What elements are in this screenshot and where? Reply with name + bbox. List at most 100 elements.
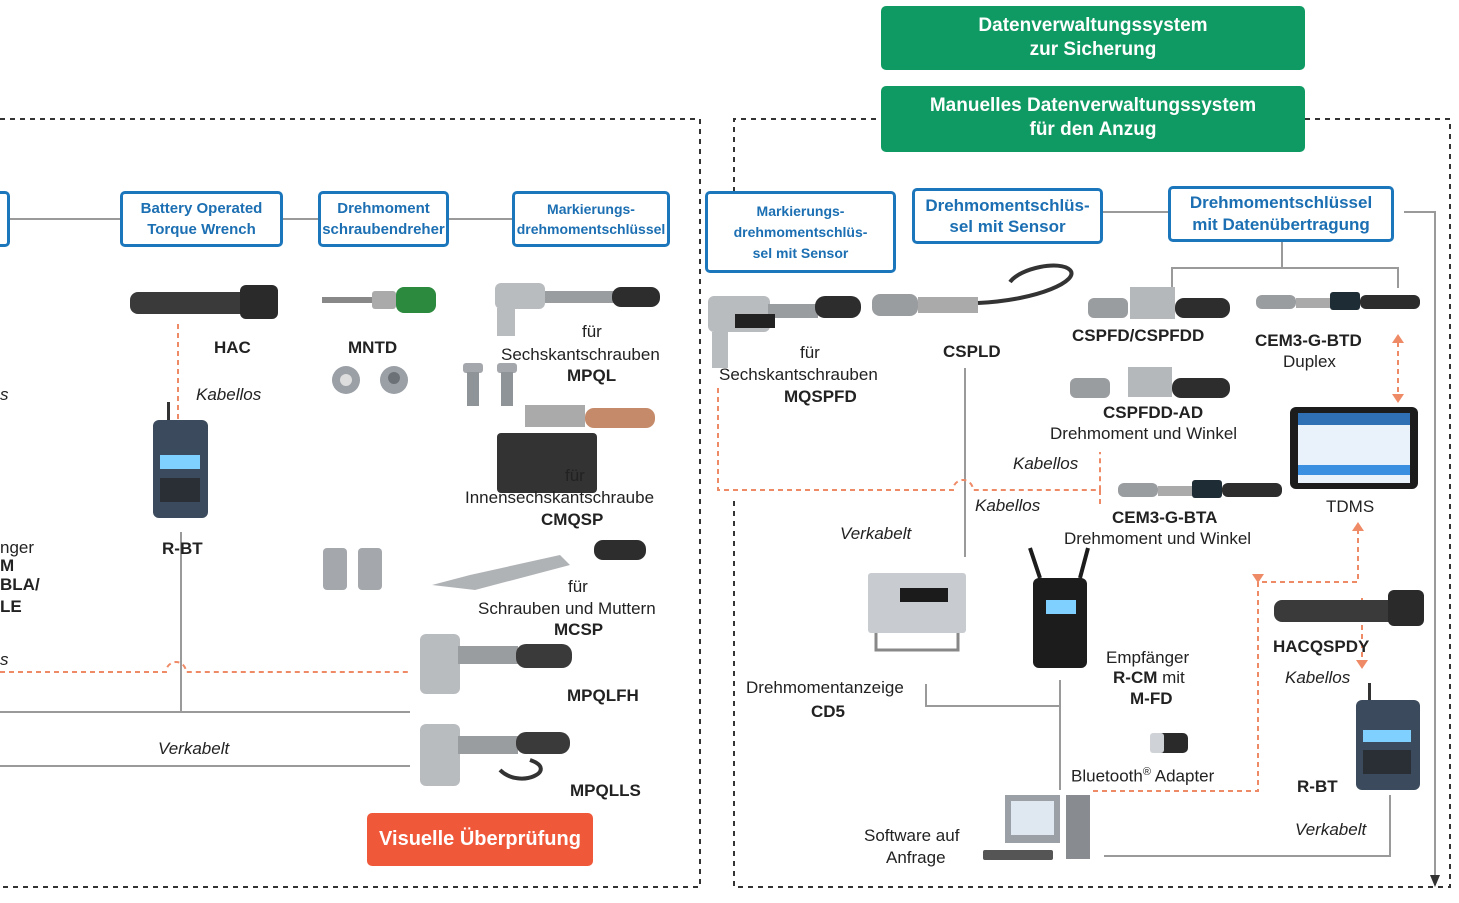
line-rbt-left <box>0 532 182 713</box>
label-left-cut-kabellos: s <box>0 650 9 669</box>
category-screwdriver-line1: Drehmoment <box>337 200 430 217</box>
label-mntd: MNTD <box>348 338 398 357</box>
label-mcsp-for: für <box>568 577 588 596</box>
mpqlfh-wrench-image <box>420 634 572 694</box>
line-pc-rbt <box>1104 795 1391 857</box>
bolt-images-2 <box>323 548 382 590</box>
label-verkabelt-cspld: Verkabelt <box>840 524 912 543</box>
label-cem3-bta-desc: Drehmoment und Winkel <box>1064 529 1252 548</box>
software-pc-image <box>983 795 1090 860</box>
manual-banner-line1: Manuelles Datenverwaltungssystem <box>929 95 1257 116</box>
category-battery-line1: Battery Operated <box>140 200 263 217</box>
label-cmqsp-desc: Innensechskantschraube <box>465 488 655 507</box>
label-tdms: TDMS <box>1326 497 1375 516</box>
cem3-bta-wrench-image <box>1118 480 1282 498</box>
label-bluetooth-adapter: Adapter <box>1150 766 1215 786</box>
label-kabellos-a: Kabellos <box>1013 454 1079 473</box>
manual-banner-line2: für den Anzug <box>1029 119 1157 140</box>
mntd-screwdriver-image <box>322 287 436 313</box>
cmqsp-wrench-image <box>497 405 655 493</box>
label-kabellos-c: Kabellos <box>1285 668 1351 687</box>
cem3-btd-wrench-image <box>1256 292 1420 310</box>
right-panel-frame <box>733 118 1451 888</box>
category-battery: Battery Operated Torque Wrench <box>120 191 283 247</box>
label-verkabelt-left: Verkabelt <box>158 739 230 758</box>
label-mpqlfh: MPQLFH <box>567 686 639 705</box>
label-receiver-mit: mit <box>1157 668 1185 687</box>
label-hac: HAC <box>214 338 251 357</box>
receiver-rcm-image <box>1028 547 1090 668</box>
label-kabellos-b: Kabellos <box>975 496 1041 515</box>
category-datatransfer-line2: mit Datenübertragung <box>1192 215 1370 234</box>
label-mqspfd-desc: Sechskantschrauben <box>719 365 878 384</box>
mpqlls-wrench-image <box>420 724 570 786</box>
mcsp-wrench-image <box>432 540 646 590</box>
category-sensor-line1: Drehmomentschlüs- <box>925 196 1090 215</box>
label-verkabelt-right: Verkabelt <box>1295 820 1367 839</box>
label-hacqspdy: HACQSPDY <box>1273 637 1370 656</box>
rbt-left-device-image <box>153 402 208 518</box>
label-cspfdd-ad-desc: Drehmoment und Winkel <box>1050 424 1238 443</box>
mqspfd-wrench-image <box>708 296 861 368</box>
dash-mqspfd <box>717 388 1101 491</box>
label-rbt-right: R-BT <box>1297 777 1338 796</box>
label-cut-m: M <box>0 556 15 575</box>
category-battery-line2: Torque Wrench <box>147 221 256 238</box>
label-bluetooth: Bluetooth® Adapter <box>1071 762 1214 787</box>
mpql-wrench-image <box>495 283 660 336</box>
category-marking-sensor: Markierungs- drehmomentschlüs- sel mit S… <box>705 191 896 273</box>
backup-banner: Datenverwaltungssystem zur Sicherung <box>881 6 1305 70</box>
washer-images <box>332 366 408 394</box>
label-left-cut-s: s <box>0 385 9 404</box>
label-mcsp: MCSP <box>554 620 604 639</box>
label-cd5-desc: Drehmomentanzeige <box>746 678 904 697</box>
label-receiver-line1: Empfänger <box>1106 648 1190 667</box>
hac-wrench-image <box>130 285 278 319</box>
label-cut-le: LE <box>0 597 22 616</box>
category-marking: Markierungs- drehmomentschlüssel <box>512 191 670 247</box>
label-cd5: CD5 <box>811 702 846 721</box>
label-cut-bla: BLA/ <box>0 575 40 594</box>
cspfdd-ad-wrench-image <box>1070 367 1230 398</box>
cspld-wrench-image <box>872 263 1074 316</box>
label-rbt-left: R-BT <box>162 539 203 558</box>
visual-check-badge: Visuelle Überprüfung <box>367 813 593 866</box>
category-sensor-line2: sel mit Sensor <box>949 217 1066 236</box>
tdms-tablet-image <box>1290 407 1418 489</box>
label-cspld: CSPLD <box>943 342 1001 361</box>
category-screwdriver: Drehmoment schraubendreher <box>318 191 449 247</box>
line-right-bus <box>1404 211 1436 885</box>
bolt-images-1 <box>463 363 517 406</box>
rbt-right-device-image <box>1356 683 1420 790</box>
line-datatransfer-branch <box>1171 240 1399 288</box>
label-receiver-mfd: M-FD <box>1130 689 1173 708</box>
line-cd5-pc <box>925 684 1061 790</box>
manual-banner: Manuelles Datenverwaltungssystem für den… <box>881 86 1305 152</box>
backup-banner-line1: Datenverwaltungssystem <box>978 15 1208 36</box>
label-cem3-btd: CEM3-G-BTD <box>1255 331 1362 350</box>
label-receiver-line2: R-CM mit <box>1113 668 1185 688</box>
category-marking-sensor-line3: sel mit Sensor <box>752 244 849 261</box>
category-marking-sensor-line2: drehmomentschlüs- <box>733 223 868 240</box>
category-left-cut <box>0 191 10 247</box>
label-kabellos-hac: Kabellos <box>196 385 262 404</box>
label-mcsp-desc: Schrauben und Muttern <box>478 599 656 618</box>
label-mqspfd-for: für <box>800 343 820 362</box>
left-panel-frame <box>0 118 701 888</box>
label-cem3-bta: CEM3-G-BTA <box>1112 508 1218 527</box>
label-cmqsp: CMQSP <box>541 510 604 529</box>
label-cspfd: CSPFD/CSPFDD <box>1072 326 1205 345</box>
backup-banner-line2: zur Sicherung <box>1029 39 1157 60</box>
label-mqspfd: MQSPFD <box>784 387 857 406</box>
dash-left-kabellos <box>0 661 410 673</box>
label-mpql: MPQL <box>567 366 617 385</box>
label-receiver-rcm: R-CM <box>1113 668 1158 687</box>
label-software-line1: Software auf <box>864 826 960 845</box>
bluetooth-adapter-image <box>1150 733 1188 753</box>
label-bluetooth-reg: ® <box>1142 766 1151 778</box>
category-marking-sensor-line1: Markierungs- <box>756 202 845 219</box>
label-mpql-for: für <box>582 322 602 341</box>
category-screwdriver-line2: schraubendreher <box>322 221 445 238</box>
cspfd-wrench-image <box>1088 287 1230 319</box>
